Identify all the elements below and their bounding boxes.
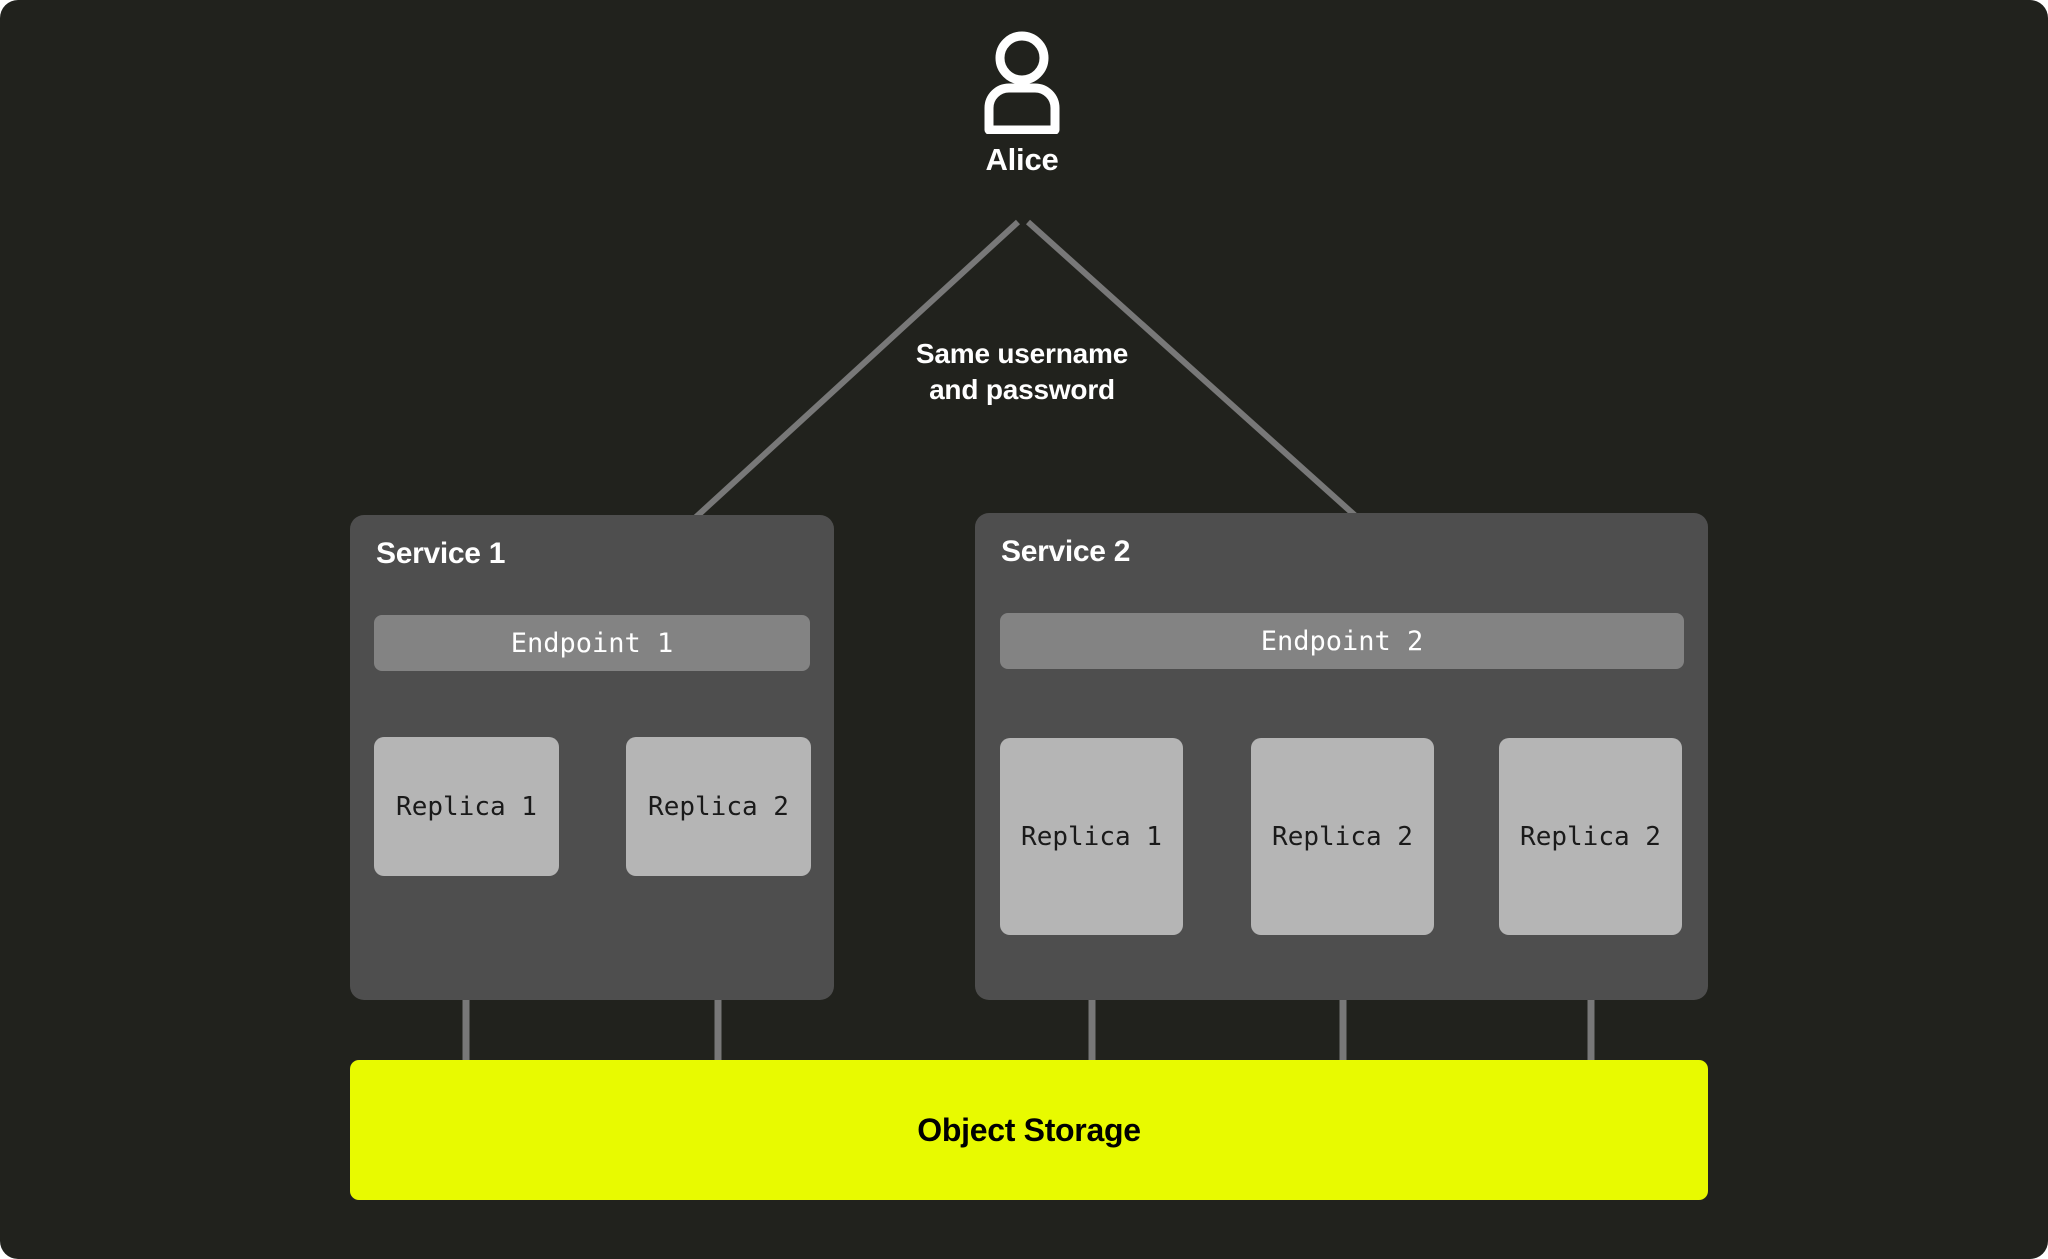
replica-box[interactable]: Replica 1 (374, 737, 559, 876)
endpoint-1[interactable]: Endpoint 1 (374, 615, 810, 671)
annotation-credentials: Same username and password (822, 336, 1222, 408)
actor-alice: Alice (922, 30, 1122, 178)
service-box-2[interactable]: Service 2 Endpoint 2 Replica 1 Replica 2… (975, 513, 1708, 1000)
replica-box[interactable]: Replica 2 (1499, 738, 1682, 935)
object-storage-label: Object Storage (917, 1111, 1141, 1148)
replica-box[interactable]: Replica 2 (1251, 738, 1434, 935)
annotation-line-2: and password (929, 373, 1115, 405)
object-storage-bar[interactable]: Object Storage (350, 1060, 1708, 1200)
annotation-line-1: Same username (915, 338, 1129, 369)
endpoint-2[interactable]: Endpoint 2 (1000, 613, 1684, 669)
service-title-2: Service 2 (1001, 535, 1131, 568)
person-icon (984, 31, 1060, 134)
replica-box[interactable]: Replica 2 (626, 737, 811, 876)
actor-label: Alice (985, 142, 1059, 177)
replica-box[interactable]: Replica 1 (1000, 738, 1183, 935)
service-title-1: Service 1 (376, 537, 506, 570)
service-box-1[interactable]: Service 1 Endpoint 1 Replica 1 Replica 2 (350, 515, 834, 1000)
